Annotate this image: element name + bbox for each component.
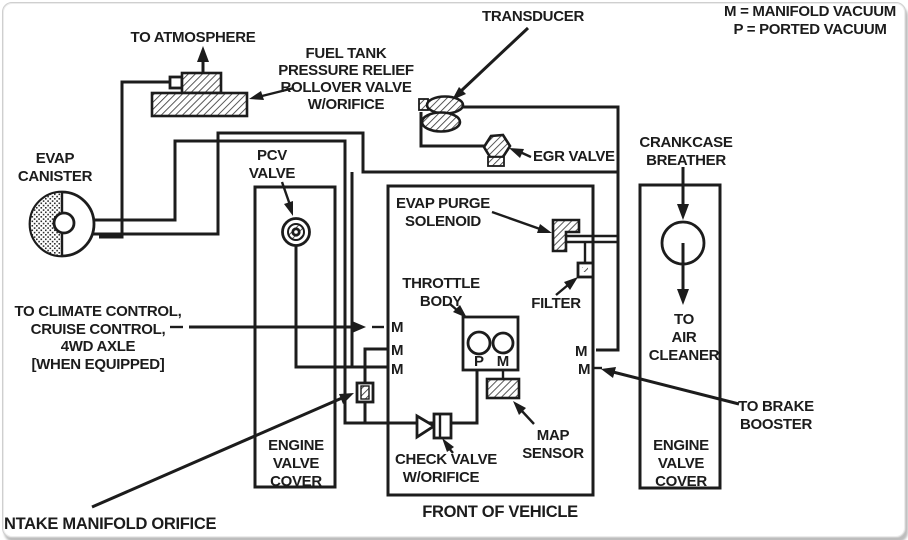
port-letters: M M M M M <box>391 319 591 378</box>
filter-symbol <box>576 261 595 279</box>
fuel-tank-label-2: PRESSURE RELIEF <box>278 62 414 79</box>
evap-canister-symbol <box>28 190 96 258</box>
fuel-tank-label-3: ROLLOVER VALVE <box>280 79 411 96</box>
climate-control-label-1: TO CLIMATE CONTROL, <box>14 303 181 320</box>
right-port-m1: M <box>575 343 588 360</box>
left-port-m3: M <box>391 361 404 378</box>
to-brake-booster-label-1: TO BRAKE <box>738 398 814 415</box>
evap-canister-label-1: EVAP <box>36 150 75 167</box>
front-of-vehicle-label: FRONT OF VEHICLE <box>422 503 578 521</box>
pcv-line <box>294 246 388 369</box>
intake-orifice-arrow <box>91 396 343 509</box>
intake-manifold-orifice-symbol <box>355 381 375 404</box>
climate-control-label-4: [WHEN EQUIPPED] <box>31 356 164 373</box>
to-atmosphere-arrowhead <box>197 46 209 62</box>
fuel-tank-arrow <box>261 86 295 98</box>
filter-arrow <box>555 284 569 296</box>
left-port-m2: M <box>391 342 404 359</box>
solenoid-arrow <box>491 210 541 231</box>
egr-valve-symbol <box>482 133 512 167</box>
to-air-cleaner-label-3: CLEANER <box>649 347 720 364</box>
to-atmosphere-label: TO ATMOSPHERE <box>131 29 256 46</box>
intake-manifold-orifice-label: NTAKE MANIFOLD ORIFICE <box>4 515 216 533</box>
evap-purge-solenoid-label-2: SOLENOID <box>405 213 481 230</box>
labels: TO ATMOSPHERE FUEL TANK PRESSURE RELIEF … <box>4 3 896 533</box>
engine-valve-cover-right-box <box>638 183 722 490</box>
throttle-port-p-label: P <box>474 353 484 370</box>
pcv-arrow <box>280 181 292 206</box>
manifold-vacuum-port <box>491 331 515 355</box>
map-sensor-label-1: MAP <box>537 427 570 444</box>
to-air-cleaner-label-2: AIR <box>672 329 697 346</box>
pcv-valve-label-2: VALVE <box>249 165 296 182</box>
fuel-tank-label-4: W/ORIFICE <box>308 96 385 113</box>
callout-arrows <box>91 26 740 509</box>
transducer-arrow <box>459 26 530 93</box>
engine-valve-cover-right-label-3: COVER <box>655 473 707 490</box>
evap-canister-label-2: CANISTER <box>18 168 93 185</box>
egr-valve-label: EGR VALVE <box>533 148 615 165</box>
engine-valve-cover-left-label-1: ENGINE <box>268 437 324 454</box>
legend-line-2: P = PORTED VACUUM <box>733 21 886 38</box>
throttle-body-symbol: P M <box>461 315 520 372</box>
engine-valve-cover-left-label-2: VALVE <box>273 455 320 472</box>
engine-valve-cover-left-box <box>253 185 337 489</box>
vacuum-diagram: P M <box>4 3 896 533</box>
check-valve-label-1: CHECK VALVE <box>395 451 497 468</box>
climate-control-label-2: CRUISE CONTROL, <box>31 321 166 338</box>
ported-vacuum-port <box>466 330 492 356</box>
crankcase-breather-label-2: BREATHER <box>646 152 726 169</box>
transducer-symbol <box>418 95 465 133</box>
transducer-line <box>462 105 620 352</box>
check-valve-symbol <box>415 412 453 440</box>
throttle-body-label-2: BODY <box>420 293 462 310</box>
engine-valve-cover-left-label-3: COVER <box>270 473 322 490</box>
fuel-tank-label-1: FUEL TANK <box>306 45 387 62</box>
check-valve-label-2: W/ORIFICE <box>403 469 480 486</box>
engine-center-box <box>386 184 595 497</box>
canister-upper-hose <box>72 139 479 425</box>
throttle-port-m-label: M <box>497 353 510 370</box>
crankcase-breather-symbol <box>660 167 706 305</box>
to-air-cleaner-label-1: TO <box>674 311 695 328</box>
pcv-valve-label-1: PCV <box>257 147 287 164</box>
canister-lower-hose <box>72 131 617 236</box>
climate-control-label-3: 4WD AXLE <box>61 338 136 355</box>
rollover-to-canister-line <box>99 80 171 239</box>
rollover-valve-symbol <box>150 46 249 118</box>
right-port-m2: M <box>578 361 591 378</box>
transducer-label: TRANSDUCER <box>482 8 584 25</box>
map-sensor-symbol <box>485 370 521 400</box>
to-brake-booster-label-2: BOOSTER <box>740 416 813 433</box>
map-sensor-arrow <box>520 409 535 425</box>
pcv-valve-symbol <box>281 217 311 247</box>
map-sensor-label-2: SENSOR <box>522 445 584 462</box>
evap-purge-solenoid-label-1: EVAP PURGE <box>396 195 490 212</box>
filter-label: FILTER <box>531 295 581 312</box>
crankcase-breather-label-1: CRANKCASE <box>639 134 732 151</box>
throttle-body-label-1: THROTTLE <box>402 275 480 292</box>
engine-valve-cover-right-label-1: ENGINE <box>653 437 709 454</box>
left-port-m1: M <box>391 319 404 336</box>
engine-valve-cover-right-label-2: VALVE <box>658 455 705 472</box>
brake-booster-arrow <box>612 370 740 406</box>
evap-purge-solenoid-symbol <box>551 218 581 253</box>
legend-line-1: M = MANIFOLD VACUUM <box>724 3 896 20</box>
vacuum-lines <box>72 80 620 425</box>
